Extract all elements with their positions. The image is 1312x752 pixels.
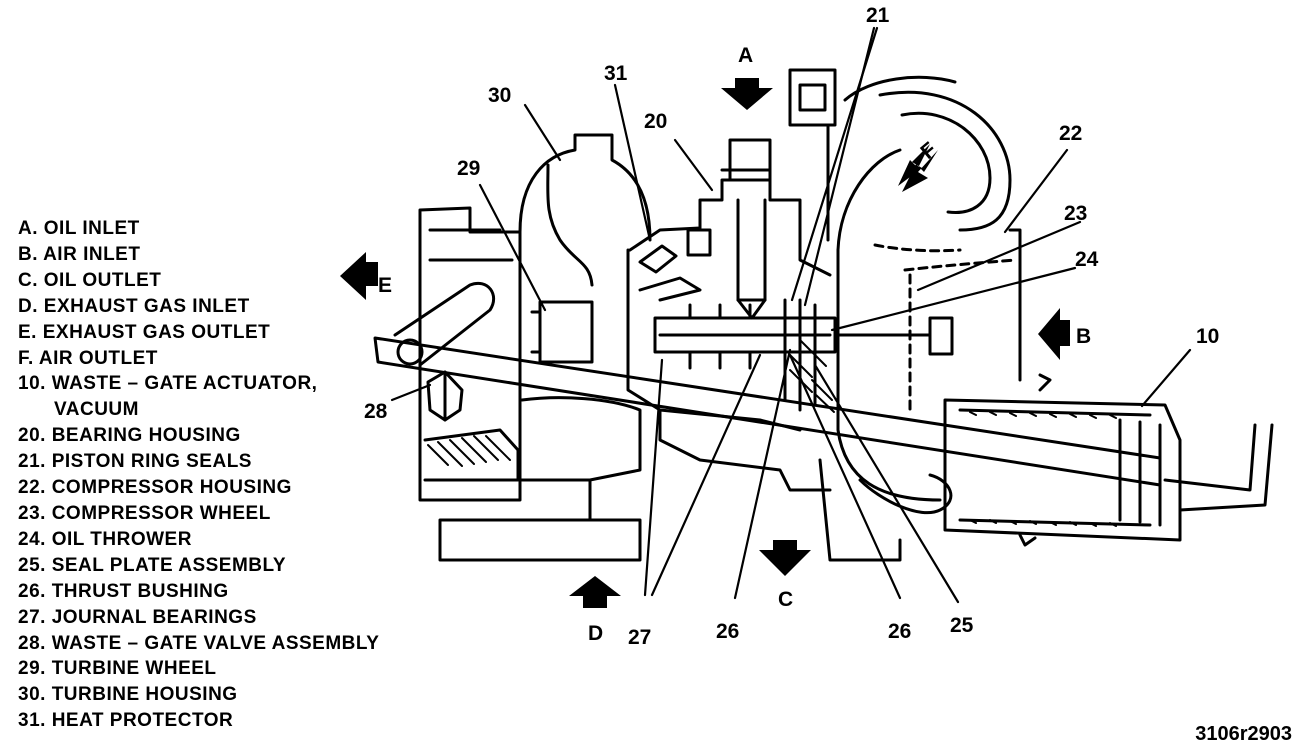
turbine-housing — [418, 133, 652, 562]
legend-item: 25. SEAL PLATE ASSEMBLY — [18, 554, 287, 576]
flow-label-a: A — [738, 44, 753, 67]
oil-outlet-arrow — [759, 540, 811, 576]
callout-28: 28 — [364, 400, 388, 423]
legend-item: 20. BEARING HOUSING — [18, 425, 241, 447]
legend-item-continuation: VACUUM — [54, 399, 139, 421]
legend-item: 28. WASTE – GATE VALVE ASSEMBLY — [18, 632, 380, 654]
legend-item: C. OIL OUTLET — [18, 269, 162, 291]
turbine-flange-hatch — [427, 435, 511, 467]
callout-29: 29 — [457, 157, 480, 180]
legend-item: 24. OIL THROWER — [18, 528, 192, 550]
flow-label-d: D — [588, 622, 603, 645]
legend-item: 31. HEAT PROTECTOR — [18, 710, 234, 732]
legend-item: E. EXHAUST GAS OUTLET — [18, 321, 271, 343]
callout-31: 31 — [604, 62, 628, 85]
exhaust-inlet-arrow — [569, 576, 621, 608]
callout-25: 25 — [950, 614, 974, 637]
callout-26-right: 26 — [888, 620, 911, 643]
legend-item: 22. COMPRESSOR HOUSING — [18, 477, 292, 499]
exhaust-outlet-arrow — [340, 252, 378, 300]
figure-code: 3106r2903 — [1195, 723, 1292, 745]
callout-20: 20 — [644, 110, 667, 133]
parts-legend: A. OIL INLET B. AIR INLET C. OIL OUTLET … — [18, 216, 379, 734]
shaft — [653, 298, 954, 412]
callout-22: 22 — [1059, 122, 1082, 145]
flow-label-c: C — [778, 588, 793, 611]
bearing-housing — [626, 138, 832, 492]
legend-item: 10. WASTE – GATE ACTUATOR, — [18, 373, 318, 395]
callout-10: 10 — [1196, 325, 1219, 348]
air-outlet-arrow — [898, 144, 930, 186]
legend-item: 26. THRUST BUSHING — [18, 580, 229, 602]
legend-item: 27. JOURNAL BEARINGS — [18, 606, 257, 628]
legend-item: A. OIL INLET — [18, 218, 140, 239]
legend-item: 29. TURBINE WHEEL — [18, 658, 217, 680]
oil-inlet-arrow — [721, 78, 773, 110]
actuator-rivets — [969, 411, 1117, 527]
callout-27: 27 — [628, 626, 651, 649]
legend-item: B. AIR INLET — [18, 243, 141, 265]
flow-label-b: B — [1076, 325, 1091, 348]
callout-24: 24 — [1075, 248, 1099, 271]
air-inlet-arrow — [1038, 308, 1070, 360]
legend-item: F. AIR OUTLET — [18, 347, 158, 369]
legend-item: 21. PISTON RING SEALS — [18, 451, 252, 473]
flow-label-e: E — [378, 274, 392, 297]
wastegate-valve — [426, 370, 464, 422]
compressor-housing — [788, 68, 1022, 562]
leader-lines — [390, 26, 1192, 604]
callout-21: 21 — [866, 4, 890, 27]
callout-30: 30 — [488, 84, 511, 107]
callout-26-left: 26 — [716, 620, 739, 643]
legend-item: 30. TURBINE HOUSING — [18, 684, 238, 706]
callout-23: 23 — [1064, 202, 1087, 225]
legend-item: 23. COMPRESSOR WHEEL — [18, 502, 271, 524]
legend-item: D. EXHAUST GAS INLET — [18, 295, 250, 317]
wastegate-actuator — [373, 281, 1274, 547]
